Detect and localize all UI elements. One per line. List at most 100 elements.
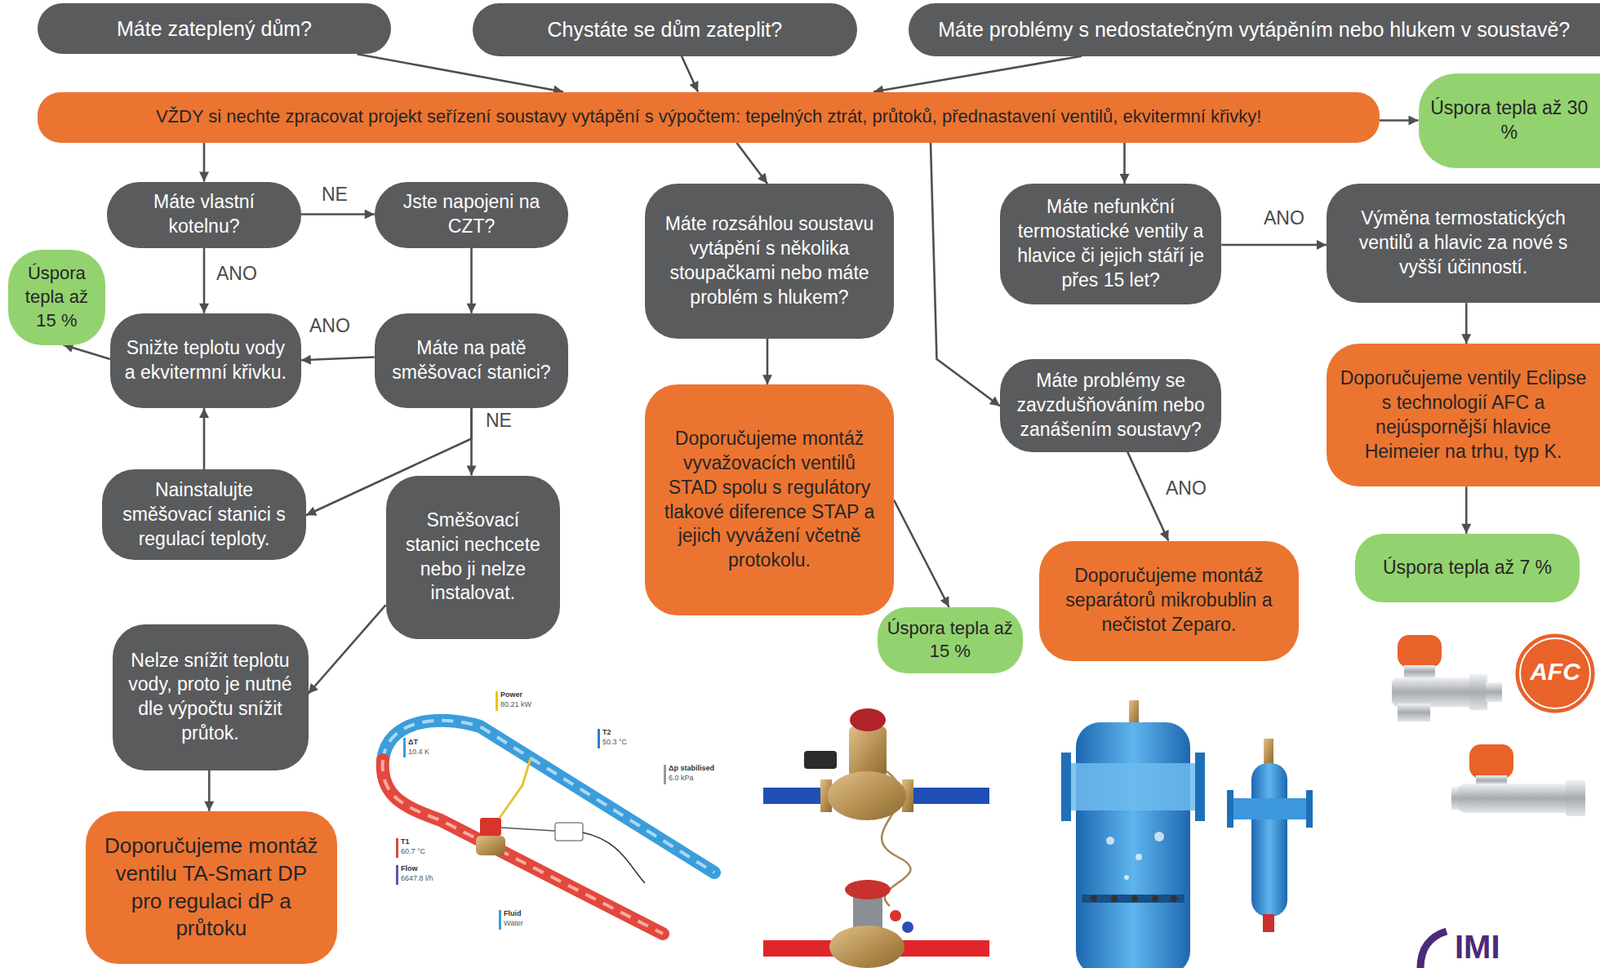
flow-arrow [1465,302,1468,344]
node-text: Úspora tepla až 7 % [1363,555,1572,581]
flow-arrow [308,604,387,694]
air-vent [1128,700,1139,725]
valve-nut [1469,674,1488,711]
node-text: Doporučujeme ventily Eclipse s technolog… [1339,366,1587,465]
stad-handwheel [844,880,891,900]
logo-text: IMI [1454,928,1501,965]
valve-body [1457,783,1572,814]
readout-label: 6.0 kPa [668,773,694,783]
node-text: Máte problémy s nedostatečným vytápěním … [920,16,1590,44]
branch-label: ANO [306,315,353,338]
node-text: Nelze snížit teplotu vody, proto je nutn… [125,648,296,747]
afc-logo-ring [1520,638,1591,709]
separator-ring [1081,894,1185,903]
dp-marker [663,764,667,785]
flow-marker [395,865,399,885]
valve-nut [1565,780,1586,817]
thermostatic-head [1469,744,1514,779]
question-box: Nelze snížit teplotu vody, proto je nutn… [112,624,309,771]
capillary-line [499,758,531,818]
question-box: Máte rozsáhlou soustavu vytápění s někol… [644,183,894,339]
node-text: Doporučujeme montáž separátorů mikrobubl… [1052,564,1287,638]
bubble [1154,831,1165,842]
node-text: Máte vlastní kotelnu? [120,190,289,240]
node-text: Úspora tepla až 15 % [16,262,98,333]
question-box: Máte zateplený dům? [37,3,392,55]
bolt [1090,895,1098,903]
question-box: Máte problémy s nedostatečným vytápěním … [908,3,1600,57]
sensor-wire [582,832,645,884]
afc-logo [1514,632,1596,715]
stap-handle [804,751,837,769]
readout-label: Δp stabilised [668,764,715,774]
node-text: Směšovací stanici nechcete nebo ji nelze… [399,508,548,607]
t2-marker [597,728,600,749]
question-box: Máte nefunkční termostatické ventily a h… [1000,183,1222,305]
flow-arrow [1221,244,1327,247]
readout-label: T1 [400,837,410,847]
bolt [1111,895,1118,903]
node-text: Snižte teplotu vody a ekvitermní křivku. [123,336,289,386]
bolt [1151,895,1159,903]
brand-arc [1420,931,1447,968]
question-box: Nainstalujte směšovací stanici s regulac… [102,469,307,560]
question-box: Snižte teplotu vody a ekvitermní křivku. [110,313,302,409]
flow-arrow [1379,119,1419,122]
drain-valve [1262,914,1275,933]
small-separator-flange [1306,790,1313,828]
valve-body [1391,677,1474,707]
node-text: Máte na patě směšovací stanici? [387,336,556,386]
bolt [1131,895,1138,903]
valve-neck [1404,665,1436,679]
node-text: Máte zateplený dům? [48,15,380,43]
valve-tail [1485,682,1503,703]
return-pipe [382,720,715,873]
node-text: Máte rozsáhlou soustavu vytápění s někol… [657,212,881,311]
node-text: Doporučujeme montáž vyvažovacích ventilů… [657,426,881,574]
saving-badge: Úspora tepla až 7 % [1355,533,1580,603]
saving-badge: Úspora tepla až 15 % [8,249,106,345]
flow-arrow [301,357,375,361]
stap-cap [849,708,886,732]
stap-bonnet [848,726,887,778]
bubble [1135,853,1143,861]
node-text: Úspora tepla až 15 % [885,617,1015,664]
node-text: Nainstalujte směšovací stanici s regulac… [115,478,294,552]
fluid-marker [498,910,502,930]
flow-arrow [766,338,769,385]
readout-label: 50.3 °C [602,737,627,747]
flow-arrow [63,345,112,360]
separator-inlet [1067,763,1199,811]
saving-badge: Úspora tepla až 30 % [1418,73,1600,169]
node-text: Úspora tepla až 30 % [1426,96,1593,146]
node-text: Máte problémy se zavzdušňováním nebo zan… [1013,368,1209,443]
node-text: Chystáte se dům zateplit? [484,16,846,44]
flow-arrow [470,248,473,314]
valve-outlet [1397,703,1431,722]
readout-label: 60.7 °C [400,847,426,857]
saving-badge: Úspora tepla až 15 % [877,607,1023,674]
readout-label: Water [503,919,524,929]
branch-label: NE [483,409,515,433]
flow-arrow [203,142,206,183]
flow-arrow [208,770,211,812]
valve-body [475,835,506,856]
node-text: Výměna termostatických ventilů a hlavic … [1339,206,1587,280]
recommendation-box: Doporučujeme ventily Eclipse s technolog… [1326,343,1600,487]
flow-arrow [737,142,769,184]
signal-wire [501,827,556,832]
question-box: Chystáte se dům zateplit? [472,3,858,57]
bolt [1170,895,1178,903]
valve-actuator [480,817,502,836]
flow-arrow [930,142,1000,407]
flow-arrow [681,56,698,93]
readout-label: T2 [602,728,612,738]
node-text: Máte nefunkční termostatické ventily a h… [1013,195,1209,294]
recommendation-box: Doporučujeme montáž vyvažovacích ventilů… [644,384,894,616]
readout-label: Power [500,690,523,700]
readout-label: Fluid [503,909,522,919]
power-marker [495,691,498,712]
instruction-band: VŽDY si nechte zpracovat projekt seřízen… [37,92,1380,144]
small-separator-body [1251,763,1288,917]
